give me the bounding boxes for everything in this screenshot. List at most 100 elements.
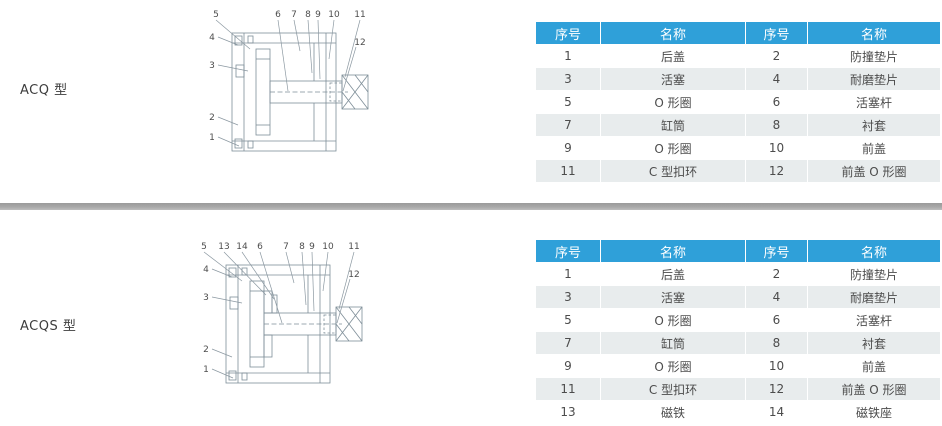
part-number-cell: 5: [535, 308, 601, 332]
table-row: 1 后盖 2 防撞垫片: [535, 44, 941, 68]
part-name-cell: 缸筒: [600, 113, 746, 137]
table-row: 5 O 形圈 6 活塞杆: [535, 90, 941, 114]
part-name-cell: 前盖 O 形圈: [807, 377, 941, 401]
table-row: 1 后盖 2 防撞垫片: [535, 262, 941, 286]
section-title-acqs: ACQS 型: [20, 319, 77, 334]
cylinder-drawing: [225, 264, 363, 384]
part-label-11: 11: [354, 10, 365, 20]
part-label-3: 3: [203, 293, 209, 303]
part-number-cell: 4: [745, 67, 808, 91]
part-name-cell: 前盖: [807, 136, 941, 160]
part-number-cell: 9: [535, 136, 601, 160]
part-number-cell: 2: [745, 262, 808, 286]
part-number-cell: 3: [535, 285, 601, 309]
part-name-cell: 衬套: [807, 113, 941, 137]
part-label-6: 6: [275, 10, 281, 20]
part-label-5: 5: [213, 10, 219, 20]
table-row: 13 磁铁 14 磁铁座: [535, 400, 941, 424]
part-label-7: 7: [291, 10, 297, 20]
part-number-cell: 6: [745, 308, 808, 332]
part-label-4: 4: [203, 265, 209, 275]
part-name-cell: 磁铁座: [807, 400, 941, 424]
parts-table-acq: 序号 名称 序号 名称 1 后盖 2 防撞垫片 3 活塞 4 耐磨垫片 5 O …: [535, 21, 941, 183]
part-name-cell: 耐磨垫片: [807, 67, 941, 91]
part-label-11: 11: [348, 242, 359, 252]
table-header-row: 序号 名称 序号 名称: [535, 239, 941, 263]
table-row: 9 O 形圈 10 前盖: [535, 136, 941, 160]
part-number-cell: 14: [745, 400, 808, 424]
part-label-10: 10: [328, 10, 340, 20]
part-label-12: 12: [348, 270, 359, 280]
part-label-9: 9: [315, 10, 321, 20]
part-number-cell: 6: [745, 90, 808, 114]
part-label-4: 4: [209, 33, 215, 43]
acqs-cylinder-section-diagram: 5 13 14 6 7 8 9 10 11 12 4 3 2 1: [201, 242, 363, 384]
part-label-8: 8: [299, 242, 305, 252]
part-label-6: 6: [257, 242, 263, 252]
part-number-cell: 5: [535, 90, 601, 114]
part-name-cell: O 形圈: [600, 354, 746, 378]
part-name-cell: 缸筒: [600, 331, 746, 355]
part-name-cell: 磁铁: [600, 400, 746, 424]
part-label-2: 2: [203, 345, 209, 355]
table-row: 7 缸筒 8 衬套: [535, 113, 941, 137]
table-row: 9 O 形圈 10 前盖: [535, 354, 941, 378]
part-number-cell: 8: [745, 331, 808, 355]
part-label-9: 9: [309, 242, 315, 252]
part-label-7: 7: [283, 242, 289, 252]
part-name-cell: 耐磨垫片: [807, 285, 941, 309]
part-number-cell: 13: [535, 400, 601, 424]
part-number-labels: 5 13 14 6 7 8 9 10 11 12 4 3 2 1: [201, 242, 360, 375]
part-name-cell: C 型扣环: [600, 377, 746, 401]
part-name-cell: O 形圈: [600, 90, 746, 114]
part-name-cell: 活塞: [600, 67, 746, 91]
part-label-13: 13: [218, 242, 229, 252]
parts-table-acqs: 序号 名称 序号 名称 1 后盖 2 防撞垫片 3 活塞 4 耐磨垫片 5 O …: [535, 239, 941, 424]
part-label-5: 5: [201, 242, 207, 252]
part-number-cell: 12: [745, 159, 808, 183]
table-row: 11 C 型扣环 12 前盖 O 形圈: [535, 159, 941, 183]
leader-lines: [203, 251, 355, 379]
part-label-1: 1: [203, 365, 209, 375]
part-name-cell: 防撞垫片: [807, 44, 941, 68]
part-number-cell: 10: [745, 136, 808, 160]
part-name-cell: O 形圈: [600, 308, 746, 332]
part-number-cell: 10: [745, 354, 808, 378]
part-name-cell: 前盖: [807, 354, 941, 378]
part-label-1: 1: [209, 133, 215, 143]
column-header-index2: 序号: [745, 239, 808, 263]
section-title-acq: ACQ 型: [20, 83, 68, 98]
part-label-14: 14: [236, 242, 248, 252]
part-number-cell: 4: [745, 285, 808, 309]
part-number-cell: 7: [535, 113, 601, 137]
part-number-cell: 1: [535, 262, 601, 286]
part-label-3: 3: [209, 61, 215, 71]
leader-lines: [215, 19, 361, 147]
column-header-name: 名称: [600, 239, 746, 263]
part-number-cell: 9: [535, 354, 601, 378]
part-number-cell: 8: [745, 113, 808, 137]
part-name-cell: 活塞: [600, 285, 746, 309]
part-name-cell: 前盖 O 形圈: [807, 159, 941, 183]
column-header-name2: 名称: [807, 239, 941, 263]
part-label-12: 12: [354, 38, 365, 48]
part-name-cell: 活塞杆: [807, 90, 941, 114]
part-label-2: 2: [209, 113, 215, 123]
column-header-index: 序号: [535, 239, 601, 263]
part-name-cell: O 形圈: [600, 136, 746, 160]
part-name-cell: 后盖: [600, 262, 746, 286]
part-name-cell: 活塞杆: [807, 308, 941, 332]
table-row: 11 C 型扣环 12 前盖 O 形圈: [535, 377, 941, 401]
part-number-cell: 2: [745, 44, 808, 68]
part-name-cell: C 型扣环: [600, 159, 746, 183]
column-header-name2: 名称: [807, 21, 941, 45]
part-label-10: 10: [322, 242, 334, 252]
acq-cylinder-section-diagram: 5 6 7 8 9 10 11 12 4 3 2 1: [209, 10, 369, 152]
part-number-cell: 1: [535, 44, 601, 68]
table-row: 5 O 形圈 6 活塞杆: [535, 308, 941, 332]
table-row: 3 活塞 4 耐磨垫片: [535, 285, 941, 309]
part-number-cell: 12: [745, 377, 808, 401]
column-header-name: 名称: [600, 21, 746, 45]
part-number-cell: 7: [535, 331, 601, 355]
part-number-labels: 5 6 7 8 9 10 11 12 4 3 2 1: [209, 10, 366, 143]
